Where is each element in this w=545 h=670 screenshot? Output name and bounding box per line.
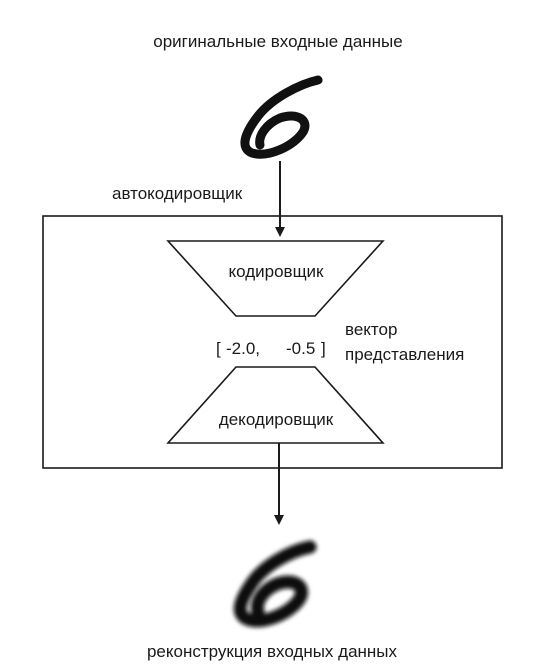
vector-bracket-open: [ xyxy=(216,339,221,358)
output-digit-image xyxy=(233,540,317,628)
input-digit-image xyxy=(240,75,323,159)
decoder-label: декодировщик xyxy=(219,410,334,429)
autoencoder-box xyxy=(42,215,503,469)
vector-value-2: -0.5 xyxy=(286,339,315,358)
encoder-label: кодировщик xyxy=(229,262,325,281)
encoder-shape xyxy=(166,240,385,317)
vector-label-line1: вектор xyxy=(345,320,397,339)
vector-label-line2: представления xyxy=(345,345,464,364)
vector-value-1: -2.0, xyxy=(226,339,260,358)
output-title: реконструкция входных данных xyxy=(147,642,398,661)
decoder-shape xyxy=(166,366,385,444)
input-title: оригинальные входные данные xyxy=(153,32,402,51)
autoencoder-label: автокодировщик xyxy=(112,184,243,203)
vector-bracket-close: ] xyxy=(321,339,326,358)
